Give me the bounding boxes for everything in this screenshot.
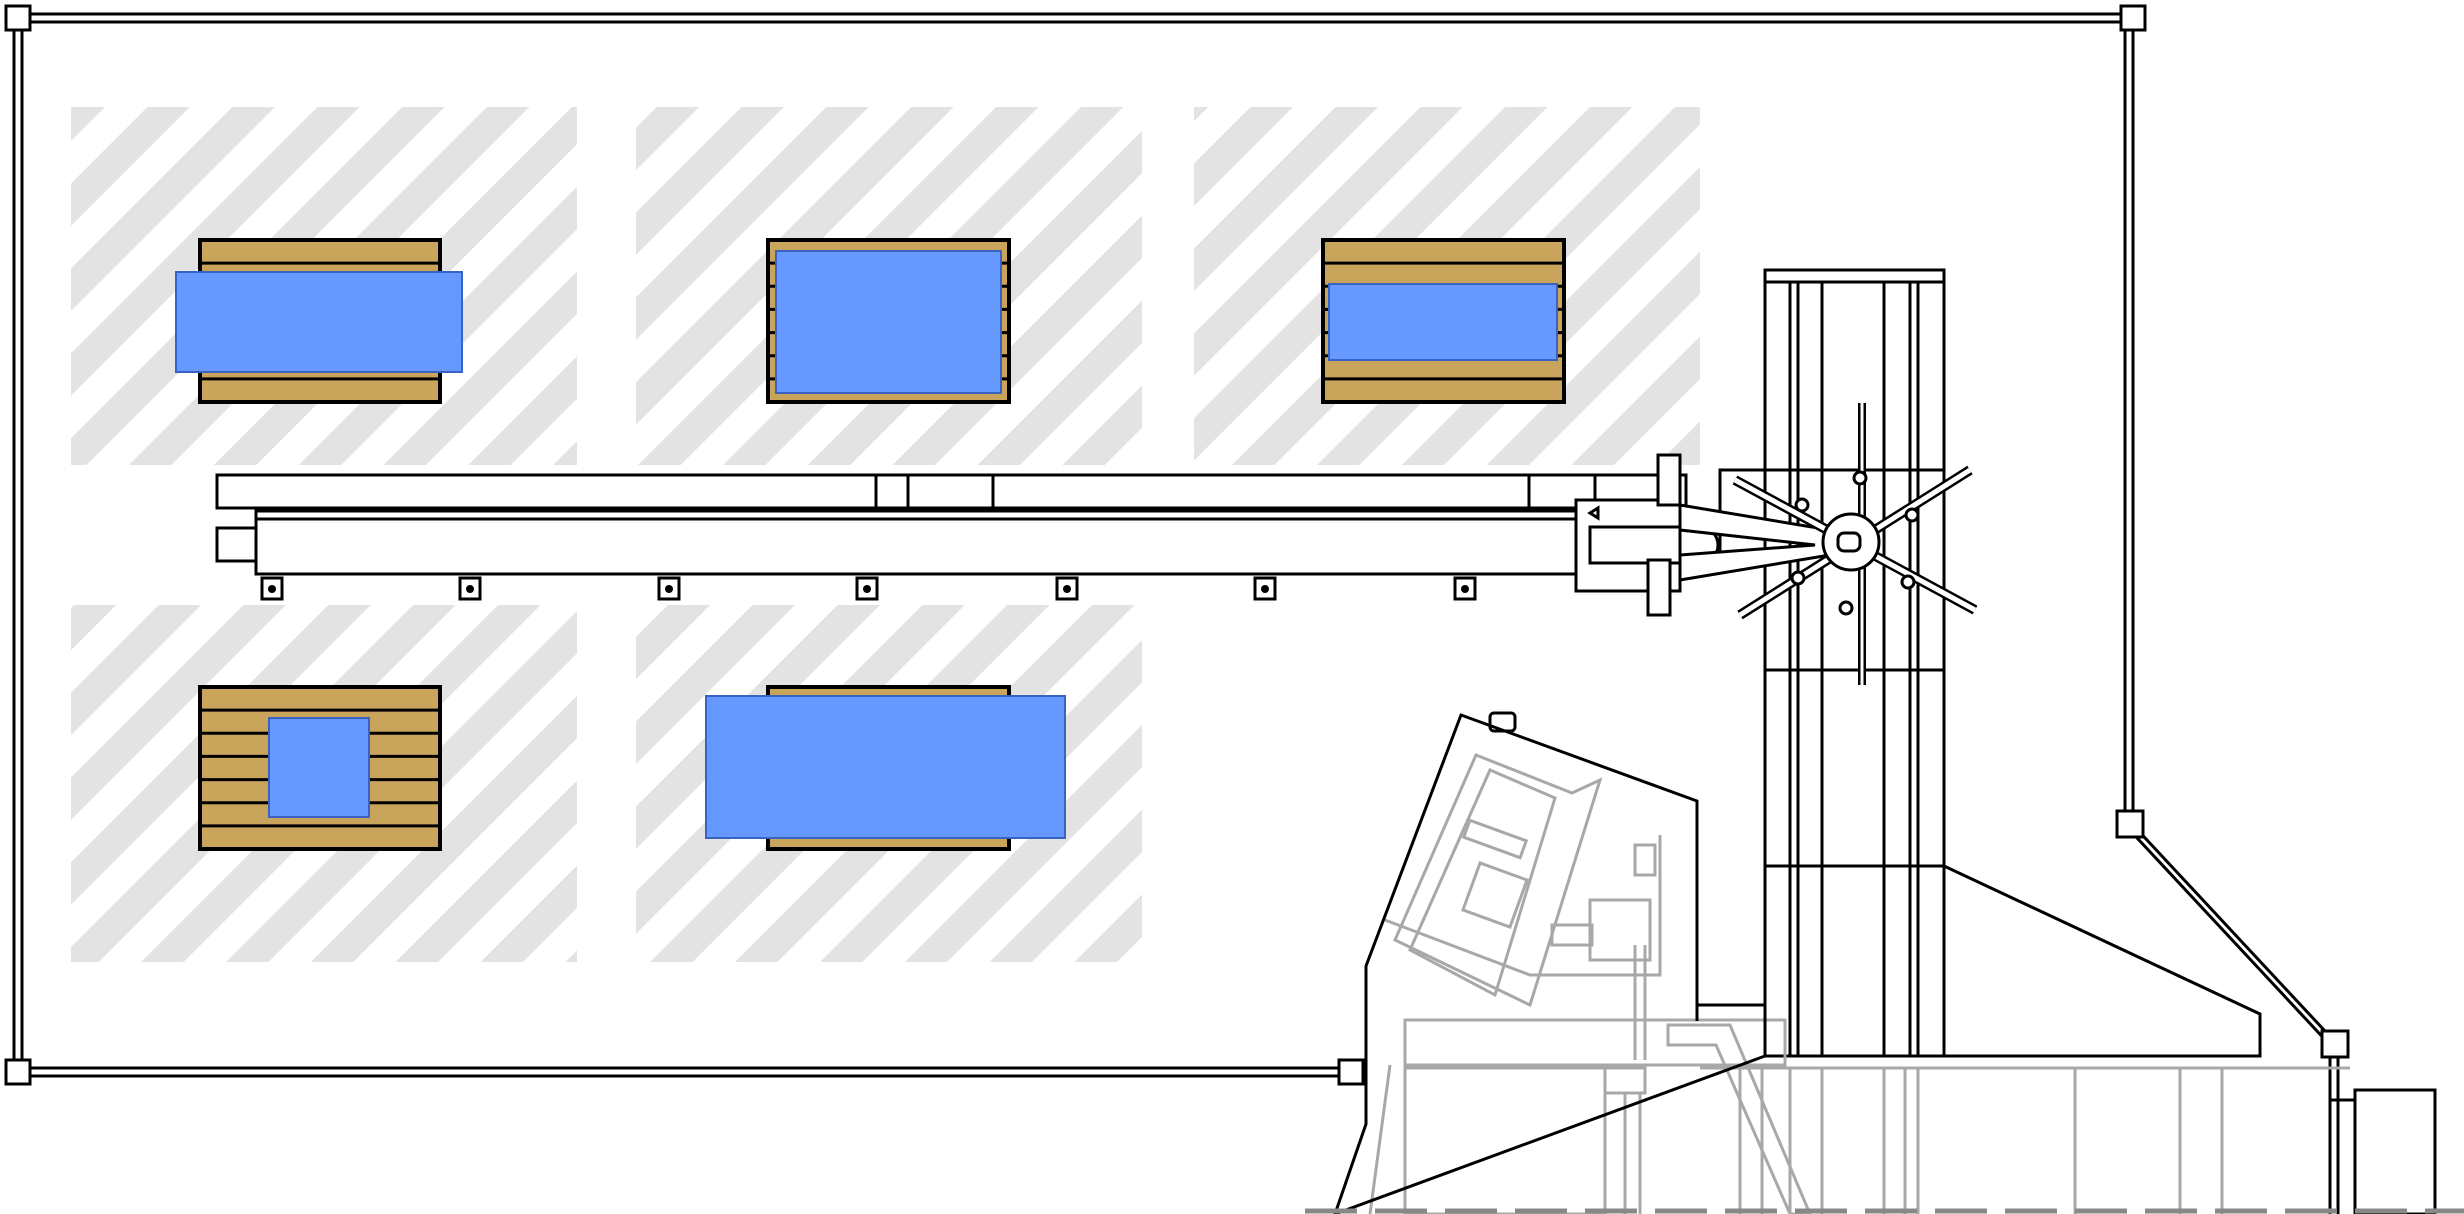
rail-bracket xyxy=(458,576,482,601)
rail-bracket xyxy=(855,576,879,601)
pallet-3[interactable] xyxy=(1321,238,1566,404)
rail-top-beam xyxy=(215,473,1688,510)
pallet-4[interactable] xyxy=(198,685,442,851)
pallet-1[interactable] xyxy=(175,238,463,404)
rail-main-beam xyxy=(254,509,1581,576)
rail-bracket xyxy=(260,576,284,601)
robot-column xyxy=(1718,268,2262,1058)
rail-bracket xyxy=(1253,576,1277,601)
rail-bracket xyxy=(1055,576,1079,601)
safety-fence xyxy=(4,4,2350,1214)
box-load[interactable] xyxy=(705,695,1066,839)
rail-end-cap xyxy=(215,526,258,563)
stretch-wrapper-machine xyxy=(1305,711,2464,1214)
gantry-carriage[interactable] xyxy=(1574,453,1720,617)
control-cabinet xyxy=(2353,1088,2437,1214)
fence-post xyxy=(2320,1029,2350,1059)
fence-post xyxy=(1337,1058,1365,1086)
rail-bracket xyxy=(1453,576,1477,601)
pallet-2[interactable] xyxy=(766,238,1011,404)
rail-bracket xyxy=(657,576,681,601)
box-load[interactable] xyxy=(175,271,463,373)
pallet-5[interactable] xyxy=(705,685,1066,851)
fence-post xyxy=(4,1058,32,1086)
box-load[interactable] xyxy=(268,717,370,818)
fence-post xyxy=(2119,4,2147,32)
gantry-rail[interactable] xyxy=(215,473,1688,601)
robot-gripper[interactable] xyxy=(1678,403,1978,685)
box-load[interactable] xyxy=(775,250,1002,394)
fence-post xyxy=(4,4,32,32)
box-load[interactable] xyxy=(1328,283,1558,361)
machine-handle xyxy=(1488,711,1517,733)
fence-post xyxy=(2115,809,2145,839)
pallets xyxy=(175,238,1566,851)
